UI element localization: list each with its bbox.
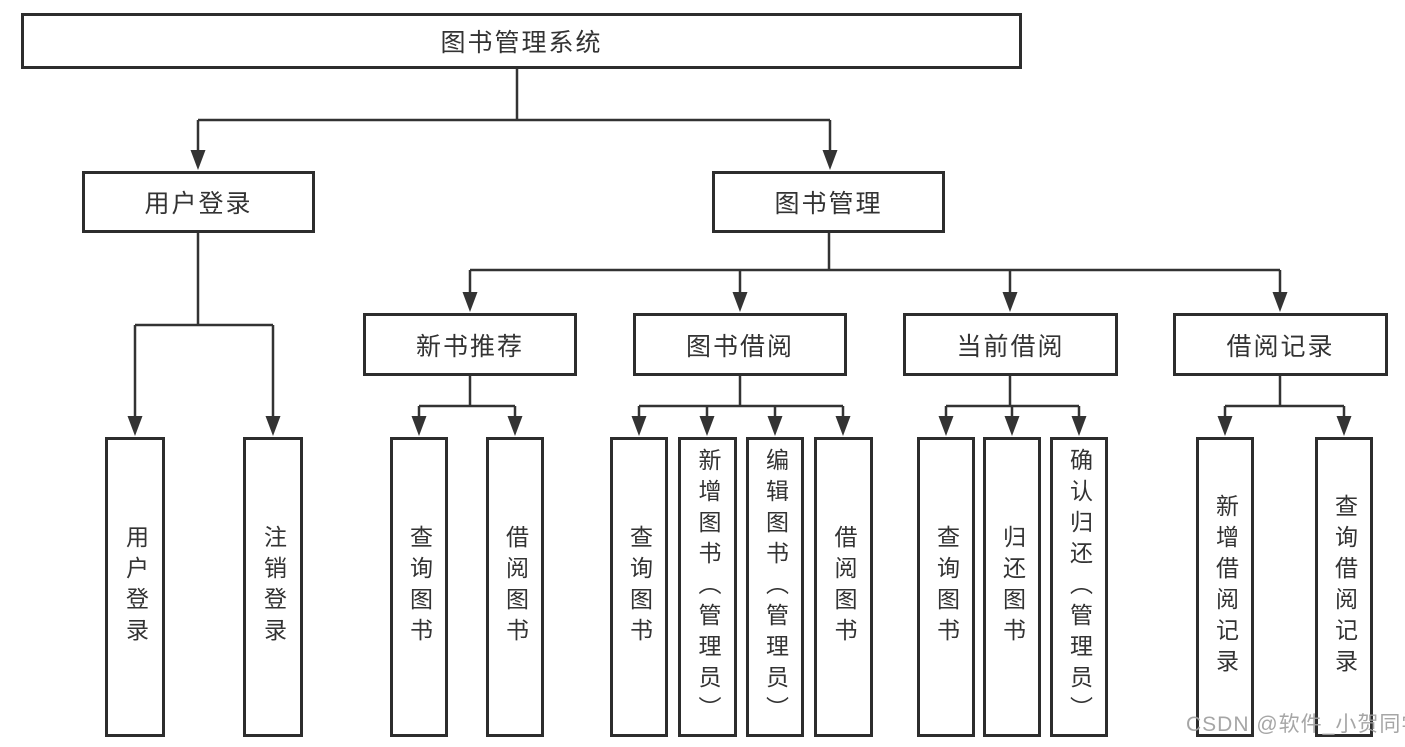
leaf-rec-borrow-book-label: 借阅图书 bbox=[502, 525, 529, 649]
leaf-rec-query-book: 查询图书 bbox=[390, 437, 448, 737]
connector-borrow-to-leaves bbox=[637, 376, 845, 418]
leaf-confirm-return-admin-label: 确认归还（管理员） bbox=[1066, 447, 1093, 727]
node-current-borrow-label: 当前借阅 bbox=[956, 332, 1065, 361]
leaf-current-query-book: 查询图书 bbox=[917, 437, 975, 737]
leaf-confirm-return-admin: 确认归还（管理员） bbox=[1050, 437, 1108, 737]
leaf-edit-book-admin-label: 编辑图书（管理员） bbox=[762, 447, 789, 727]
leaf-logout-label: 注销登录 bbox=[260, 525, 287, 649]
node-new-book-recommend: 新书推荐 bbox=[363, 313, 577, 376]
leaf-return-book: 归还图书 bbox=[983, 437, 1041, 737]
arrowhead bbox=[631, 416, 647, 436]
arrowhead bbox=[732, 292, 748, 312]
leaf-return-book-label: 归还图书 bbox=[999, 525, 1026, 649]
arrowhead bbox=[127, 416, 143, 436]
leaf-borrow-query-book: 查询图书 bbox=[610, 437, 668, 737]
connector-mgmt-to-level3 bbox=[468, 232, 1282, 294]
node-root-system-label: 图书管理系统 bbox=[440, 29, 603, 57]
arrowhead bbox=[699, 416, 715, 436]
node-borrow-record: 借阅记录 bbox=[1173, 313, 1388, 376]
leaf-edit-book-admin: 编辑图书（管理员） bbox=[746, 437, 804, 737]
leaf-borrow-borrow-book-label: 借阅图书 bbox=[831, 525, 857, 649]
arrowhead bbox=[938, 416, 954, 436]
leaf-rec-borrow-book: 借阅图书 bbox=[486, 437, 544, 737]
leaf-user-login: 用户登录 bbox=[105, 437, 165, 737]
arrowhead bbox=[1002, 292, 1018, 312]
leaf-query-borrow-record-label: 查询借阅记录 bbox=[1331, 494, 1358, 680]
connector-login-to-leaves bbox=[133, 233, 275, 418]
arrowhead bbox=[822, 150, 838, 170]
arrowhead bbox=[265, 416, 281, 436]
node-book-borrow-label: 图书借阅 bbox=[685, 332, 794, 361]
arrowhead bbox=[1336, 416, 1352, 436]
arrowhead bbox=[507, 416, 523, 436]
arrowhead bbox=[1071, 416, 1087, 436]
leaf-add-borrow-record: 新增借阅记录 bbox=[1196, 437, 1254, 737]
leaf-add-book-admin: 新增图书（管理员） bbox=[678, 437, 737, 737]
node-new-book-recommend-label: 新书推荐 bbox=[415, 332, 524, 361]
arrowhead bbox=[767, 416, 783, 436]
node-user-login-label: 用户登录 bbox=[144, 190, 253, 218]
leaf-borrow-borrow-book: 借阅图书 bbox=[814, 437, 873, 737]
leaf-rec-query-book-label: 查询图书 bbox=[406, 525, 433, 649]
node-book-management: 图书管理 bbox=[712, 171, 945, 233]
leaf-query-borrow-record: 查询借阅记录 bbox=[1315, 437, 1373, 737]
leaf-logout: 注销登录 bbox=[243, 437, 303, 737]
leaf-user-login-label: 用户登录 bbox=[122, 525, 149, 649]
arrowhead bbox=[462, 292, 478, 312]
connector-root-to-level2 bbox=[196, 69, 832, 152]
arrowhead bbox=[411, 416, 427, 436]
connector-rec-to-leaves bbox=[417, 376, 517, 418]
node-root-system: 图书管理系统 bbox=[21, 13, 1022, 69]
leaf-add-book-admin-label: 新增图书（管理员） bbox=[695, 447, 721, 727]
arrowhead bbox=[190, 150, 206, 170]
arrowhead bbox=[1217, 416, 1233, 436]
arrowhead bbox=[1004, 416, 1020, 436]
leaf-add-borrow-record-label: 新增借阅记录 bbox=[1212, 494, 1239, 680]
connector-current-to-leaves bbox=[944, 376, 1081, 418]
csdn-watermark: CSDN @软件_小贺同学 bbox=[1186, 713, 1405, 736]
node-user-login: 用户登录 bbox=[82, 171, 315, 233]
node-book-borrow: 图书借阅 bbox=[633, 313, 847, 376]
arrowhead bbox=[1272, 292, 1288, 312]
node-book-management-label: 图书管理 bbox=[774, 190, 883, 218]
leaf-current-query-book-label: 查询图书 bbox=[933, 525, 960, 649]
arrowhead bbox=[835, 416, 851, 436]
leaf-borrow-query-book-label: 查询图书 bbox=[626, 525, 653, 649]
node-current-borrow: 当前借阅 bbox=[903, 313, 1118, 376]
node-borrow-record-label: 借阅记录 bbox=[1226, 332, 1335, 361]
connector-record-to-leaves bbox=[1223, 376, 1346, 418]
